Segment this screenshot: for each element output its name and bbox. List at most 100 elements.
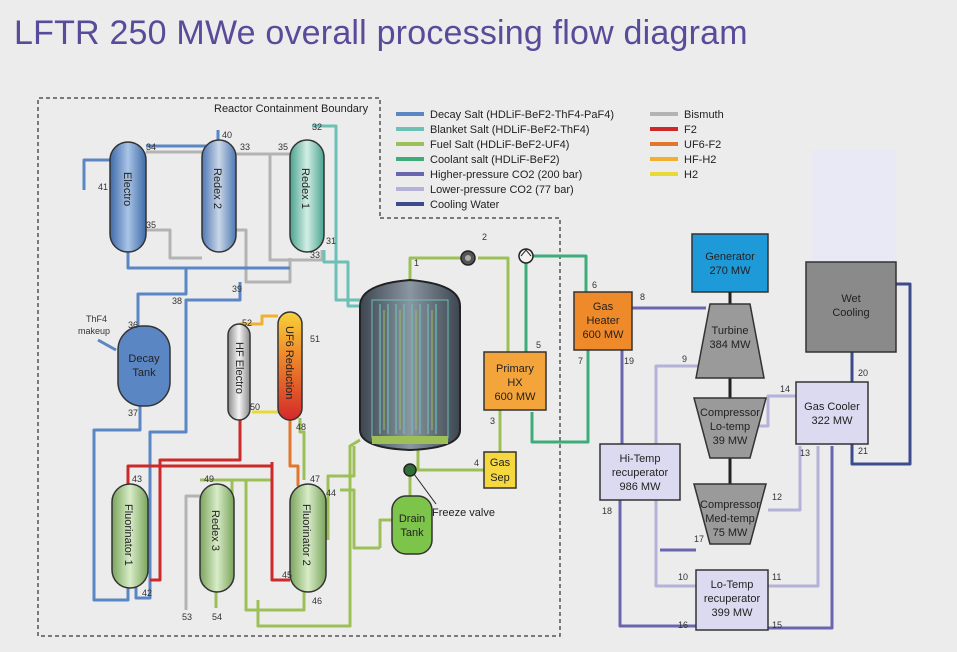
- stream-label: 36: [128, 320, 138, 330]
- freeze-valve[interactable]: [403, 463, 417, 477]
- svg-text:Fuel Salt (HDLiF-BeF2-UF4): Fuel Salt (HDLiF-BeF2-UF4): [430, 139, 569, 151]
- stream-label: 37: [128, 408, 138, 418]
- svg-text:Decay Salt (HDLiF-BeF2-ThF4-Pa: Decay Salt (HDLiF-BeF2-ThF4-PaF4): [430, 109, 614, 121]
- freeze-valve-label: Freeze valve: [432, 507, 495, 519]
- coolant-pump[interactable]: [518, 248, 534, 264]
- coolant-salt-line-7: [530, 350, 590, 444]
- decay-salt-line-38: [126, 252, 290, 330]
- hf-electro-column[interactable]: HF Electro: [227, 323, 251, 421]
- primary-hx[interactable]: Primary HX 600 MW: [483, 351, 547, 411]
- compressor-med-temp[interactable]: Compressor Med-temp 75 MW: [693, 483, 767, 545]
- lp-co2-line-12: [768, 446, 802, 512]
- compressor-med-label-2: Med-temp: [705, 513, 755, 525]
- legend-hp-co2: Higher-pressure CO2 (200 bar): [396, 169, 582, 181]
- gas-cooler[interactable]: Gas Cooler 322 MW: [795, 381, 869, 445]
- stream-label: 43: [132, 474, 142, 484]
- primary-hx-label-2: HX: [507, 377, 523, 389]
- stream-label: 13: [800, 448, 810, 458]
- redex1-column[interactable]: Redex 1: [289, 139, 325, 253]
- stream-label: 44: [326, 488, 336, 498]
- generator[interactable]: Generator 270 MW: [691, 233, 769, 293]
- fuel-salt-line-44: [326, 446, 380, 550]
- stream-label: 17: [694, 534, 704, 544]
- svg-text:Blanket Salt (HDLiF-BeF2-ThF4): Blanket Salt (HDLiF-BeF2-ThF4): [430, 124, 590, 136]
- stream-label: 2: [482, 232, 487, 242]
- decay-salt-line-37: [92, 404, 142, 602]
- uf6-line-47: [288, 420, 300, 486]
- svg-text:H2: H2: [684, 169, 698, 181]
- stream-label: 48: [296, 422, 306, 432]
- fluorinator1-label: Fluorinator 1: [122, 504, 134, 566]
- stream-label: 11: [772, 572, 781, 582]
- lo-recup-label-3: 399 MW: [712, 607, 754, 619]
- svg-text:Lower-pressure CO2 (77 bar): Lower-pressure CO2 (77 bar): [430, 184, 574, 196]
- stream-label: 42: [142, 588, 152, 598]
- wet-cooling-label-1: Wet: [841, 293, 860, 305]
- stream-label: 12: [772, 492, 782, 502]
- hi-temp-recuperator[interactable]: Hi-Temp recuperator 986 MW: [599, 443, 681, 501]
- reactor-vessel[interactable]: [359, 278, 461, 452]
- generator-label-1: Generator: [705, 251, 755, 263]
- fluorinator2-column[interactable]: Fluorinator 2: [289, 483, 327, 593]
- stream-label: 52: [242, 318, 252, 328]
- uf6-reduction-column[interactable]: UF6 Reduction: [277, 311, 303, 421]
- drain-tank[interactable]: Drain Tank: [391, 495, 433, 555]
- coolant-salt-line-6: [530, 254, 588, 292]
- lo-temp-recuperator[interactable]: Lo-Temp recuperator 399 MW: [695, 569, 769, 631]
- decay-salt-line-42: [134, 282, 242, 600]
- stream-label: 33: [240, 142, 250, 152]
- fuel-pump[interactable]: [460, 250, 476, 266]
- stream-label: 19: [624, 356, 634, 366]
- drain-tank-label-2: Tank: [400, 527, 424, 539]
- legend-uf6-f2: UF6-F2: [650, 139, 721, 151]
- redex1-label: Redex 1: [299, 168, 311, 209]
- wet-cooling-tower[interactable]: Wet Cooling: [805, 261, 897, 353]
- f2-line-45: [270, 462, 290, 582]
- gas-sep[interactable]: Gas Sep: [483, 451, 517, 489]
- redex3-column[interactable]: Redex 3: [199, 483, 235, 593]
- bismuth-line-35a: [146, 228, 202, 260]
- primary-hx-label-3: 600 MW: [495, 391, 537, 403]
- gas-heater[interactable]: Gas Heater 600 MW: [573, 291, 633, 351]
- thf4-makeup-label-1: ThF4: [86, 314, 107, 324]
- decay-tank[interactable]: Decay Tank: [117, 325, 171, 407]
- redex2-label: Redex 2: [211, 168, 223, 209]
- containment-boundary: [37, 97, 561, 637]
- svg-text:HF-H2: HF-H2: [684, 154, 716, 166]
- electro-column[interactable]: Electro: [109, 141, 147, 253]
- gas-cooler-label-2: 322 MW: [812, 415, 854, 427]
- f2-line-43: [126, 418, 272, 582]
- compressor-lo-temp[interactable]: Compressor Lo-temp 39 MW: [693, 397, 767, 459]
- gas-heater-label-2: Heater: [586, 315, 619, 327]
- decay-salt-line-40: [146, 130, 220, 148]
- legend-decay-salt: Decay Salt (HDLiF-BeF2-ThF4-PaF4): [396, 109, 614, 121]
- turbine[interactable]: Turbine 384 MW: [695, 303, 765, 379]
- stream-label: 45: [282, 570, 292, 580]
- legend-cooling-water: Cooling Water: [396, 199, 500, 211]
- stream-label: 9: [682, 354, 687, 364]
- hp-co2-line-15: [768, 446, 834, 630]
- fuel-salt-line-ret: [256, 438, 361, 628]
- decay-tank-label-1: Decay: [128, 353, 160, 365]
- svg-text:Bismuth: Bismuth: [684, 109, 724, 121]
- bismuth-line-35b: [236, 228, 292, 284]
- fluorinator2-label: Fluorinator 2: [300, 504, 312, 566]
- page-title: LFTR 250 MWe overall processing flow dia…: [14, 14, 748, 52]
- gas-sep-label-2: Sep: [490, 472, 510, 484]
- stream-label: 53: [182, 612, 192, 622]
- stream-label: 50: [250, 402, 260, 412]
- redex2-column[interactable]: Redex 2: [201, 139, 237, 253]
- stream-label: 40: [222, 130, 232, 140]
- fuel-salt-line-49: [230, 478, 274, 496]
- steam-plume: [812, 150, 896, 262]
- fuel-salt-line-1: [408, 256, 462, 286]
- legend-f2: F2: [650, 124, 697, 136]
- stream-label: 35: [146, 220, 156, 230]
- fluorinator1-column[interactable]: Fluorinator 1: [111, 483, 149, 589]
- decay-salt-line-thf4: [97, 338, 117, 352]
- stream-label: 51: [310, 334, 320, 344]
- lp-co2-line-10: [654, 500, 696, 588]
- stream-label: 31: [326, 236, 336, 246]
- stream-label: 3: [490, 416, 495, 426]
- stream-label: 18: [602, 506, 612, 516]
